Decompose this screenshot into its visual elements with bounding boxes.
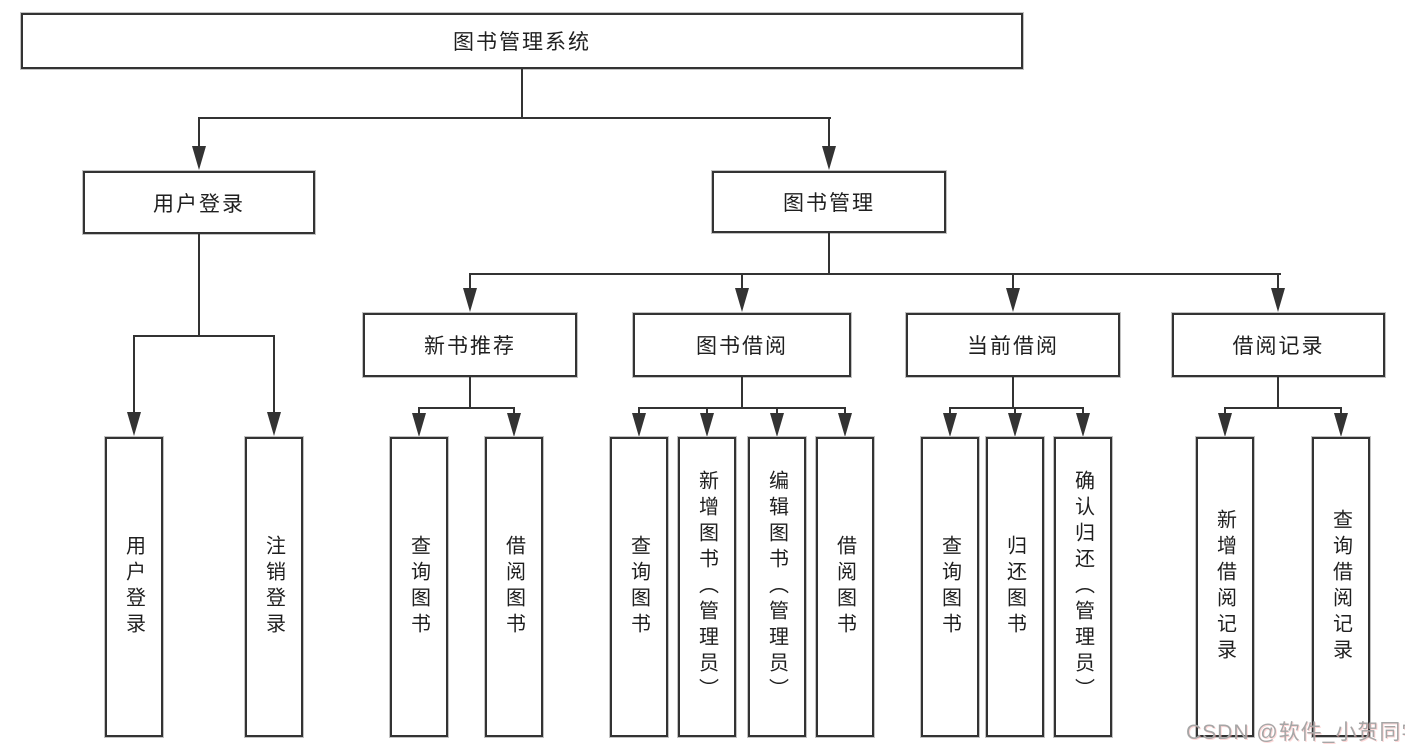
connector-vline bbox=[418, 407, 420, 415]
leaf-borrow-books-recommend: 借阅图书 bbox=[485, 437, 543, 737]
node-new-book-recommend: 新书推荐 bbox=[363, 313, 577, 377]
leaf-edit-books-admin: 编辑图书（管理员） bbox=[748, 437, 806, 737]
arrowhead-down-icon bbox=[770, 413, 784, 437]
connector-vline bbox=[1224, 407, 1226, 415]
arrowhead-down-icon bbox=[1008, 413, 1022, 437]
arrowhead-down-icon bbox=[632, 413, 646, 437]
leaf-confirm-return-admin: 确认归还（管理员） bbox=[1054, 437, 1112, 737]
node-borrowing-records: 借阅记录 bbox=[1172, 313, 1385, 377]
connector-vline bbox=[706, 407, 708, 415]
leaf-add-borrow-record: 新增借阅记录 bbox=[1196, 437, 1254, 737]
connector-hline bbox=[1224, 407, 1342, 409]
connector-vline bbox=[521, 68, 523, 119]
connector-vline bbox=[198, 234, 200, 337]
connector-hline bbox=[949, 407, 1084, 409]
connector-vline bbox=[513, 407, 515, 415]
arrowhead-down-icon bbox=[1334, 413, 1348, 437]
csdn-watermark: CSDN @软件_小贺同学 bbox=[1186, 721, 1405, 744]
arrowhead-down-icon bbox=[1218, 413, 1232, 437]
leaf-logout: 注销登录 bbox=[245, 437, 303, 737]
leaf-user-login: 用户登录 bbox=[105, 437, 163, 737]
arrowhead-down-icon bbox=[127, 412, 141, 436]
connector-vline bbox=[638, 407, 640, 415]
node-book-management-branch: 图书管理 bbox=[712, 171, 946, 233]
connector-vline bbox=[844, 407, 846, 415]
connector-vline bbox=[828, 233, 830, 275]
arrowhead-down-icon bbox=[463, 288, 477, 312]
arrowhead-down-icon bbox=[700, 413, 714, 437]
arrowhead-down-icon bbox=[735, 288, 749, 312]
leaf-borrow-books: 借阅图书 bbox=[816, 437, 874, 737]
connector-vline bbox=[949, 407, 951, 415]
connector-vline bbox=[1014, 407, 1016, 415]
connector-vline bbox=[828, 117, 830, 148]
connector-vline bbox=[273, 335, 275, 414]
connector-vline bbox=[198, 117, 200, 148]
leaf-add-books-admin: 新增图书（管理员） bbox=[678, 437, 736, 737]
node-root-library-system: 图书管理系统 bbox=[21, 13, 1023, 69]
connector-vline bbox=[1340, 407, 1342, 415]
connector-vline bbox=[741, 273, 743, 291]
connector-vline bbox=[1277, 273, 1279, 291]
arrowhead-down-icon bbox=[267, 412, 281, 436]
leaf-query-books-borrowing: 查询图书 bbox=[610, 437, 668, 737]
connector-hline bbox=[198, 117, 831, 119]
arrowhead-down-icon bbox=[507, 413, 521, 437]
connector-vline bbox=[1012, 377, 1014, 409]
leaf-query-books-recommend: 查询图书 bbox=[390, 437, 448, 737]
arrowhead-down-icon bbox=[822, 146, 836, 170]
arrowhead-down-icon bbox=[1006, 288, 1020, 312]
node-user-login-branch: 用户登录 bbox=[83, 171, 315, 234]
arrowhead-down-icon bbox=[1076, 413, 1090, 437]
leaf-query-books-current: 查询图书 bbox=[921, 437, 979, 737]
connector-vline bbox=[1277, 377, 1279, 409]
leaf-return-books: 归还图书 bbox=[986, 437, 1044, 737]
leaf-query-borrow-record: 查询借阅记录 bbox=[1312, 437, 1370, 737]
connector-hline bbox=[133, 335, 275, 337]
arrowhead-down-icon bbox=[943, 413, 957, 437]
arrowhead-down-icon bbox=[192, 146, 206, 170]
connector-hline bbox=[469, 273, 1281, 275]
connector-hline bbox=[638, 407, 846, 409]
connector-vline bbox=[133, 335, 135, 414]
connector-vline bbox=[1082, 407, 1084, 415]
connector-vline bbox=[469, 273, 471, 291]
connector-vline bbox=[469, 377, 471, 409]
arrowhead-down-icon bbox=[1271, 288, 1285, 312]
connector-vline bbox=[776, 407, 778, 415]
connector-vline bbox=[1012, 273, 1014, 291]
arrowhead-down-icon bbox=[412, 413, 426, 437]
node-book-borrowing: 图书借阅 bbox=[633, 313, 851, 377]
arrowhead-down-icon bbox=[838, 413, 852, 437]
connector-vline bbox=[741, 377, 743, 409]
connector-hline bbox=[418, 407, 515, 409]
node-current-borrowing: 当前借阅 bbox=[906, 313, 1120, 377]
